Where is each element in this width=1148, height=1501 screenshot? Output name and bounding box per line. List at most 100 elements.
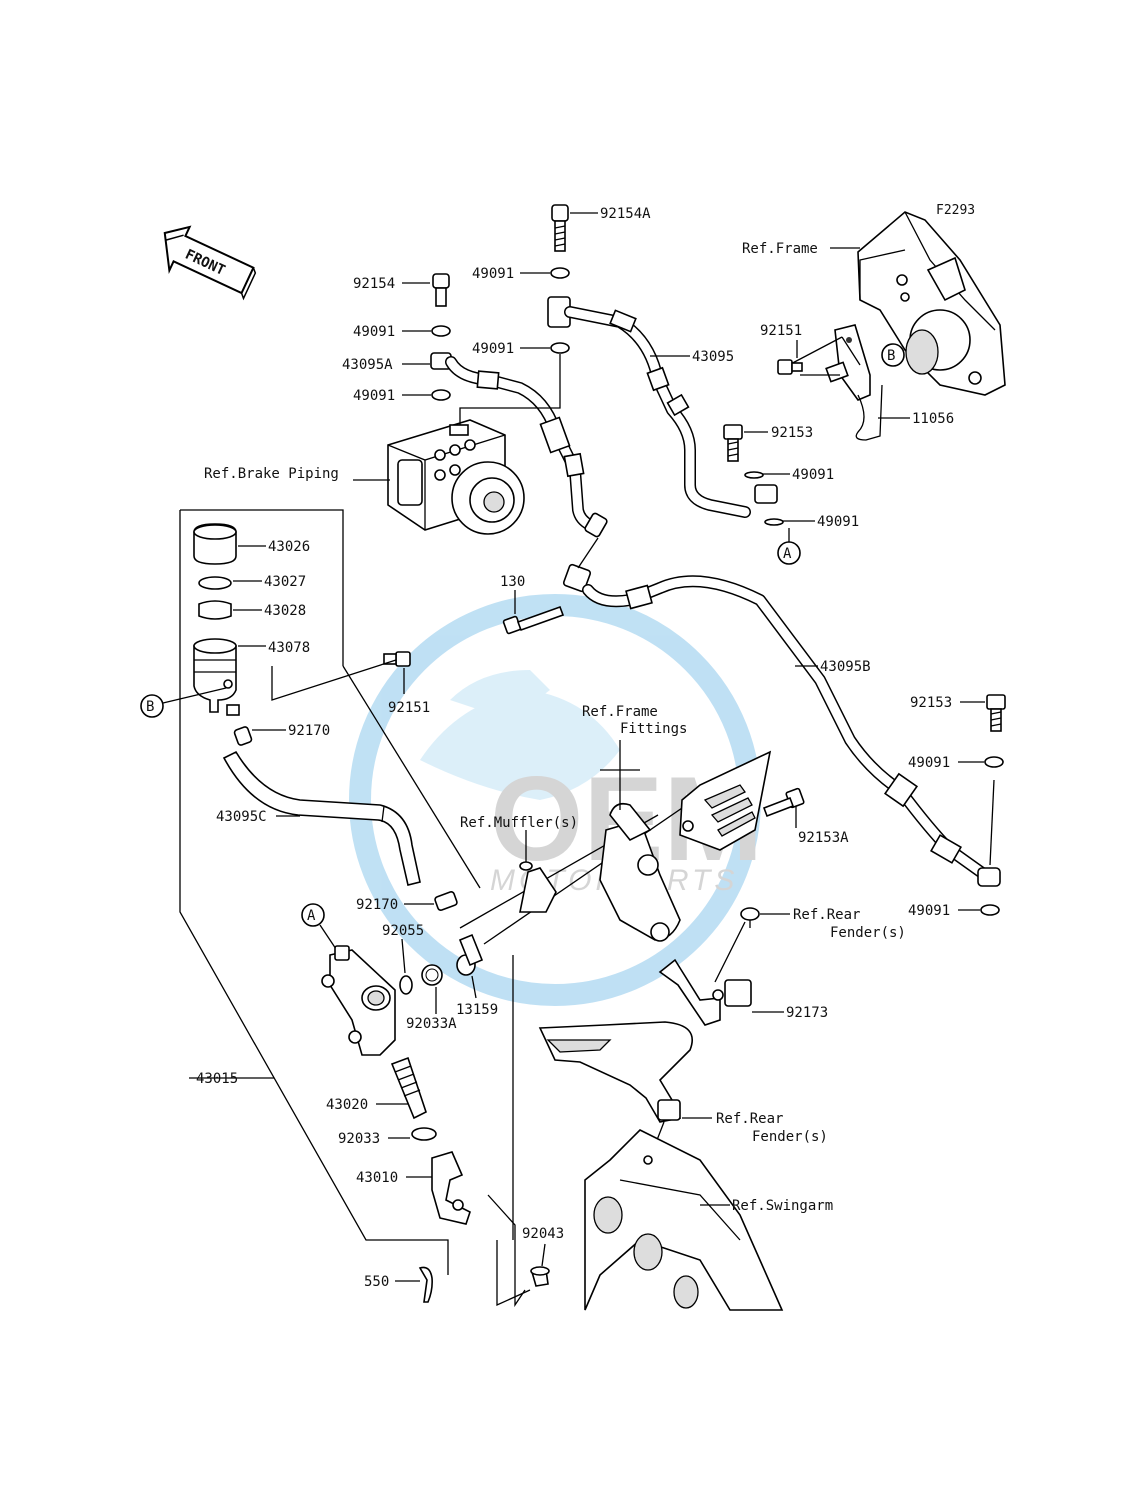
label-43028: 43028 xyxy=(264,603,306,619)
bolt-92151-mid xyxy=(383,651,411,667)
label-92033A: 92033A xyxy=(406,1016,457,1032)
bolt-92151-top xyxy=(777,359,803,375)
ref-circle-a-top-label: A xyxy=(783,546,792,562)
diaphragm-43028 xyxy=(198,600,232,620)
bolt-92153A xyxy=(762,787,805,818)
front-arrow-icon: FRONT xyxy=(163,225,257,301)
label-43095A: 43095A xyxy=(342,357,393,373)
label-11056: 11056 xyxy=(912,411,954,427)
bolt-92153-top xyxy=(723,424,743,462)
washer-49091-f xyxy=(764,518,784,526)
label-49091-b: 49091 xyxy=(472,341,514,357)
label-43015: 43015 xyxy=(196,1071,238,1087)
hose-43095C xyxy=(222,750,421,886)
bolt-92154A xyxy=(551,204,569,252)
clevis-43010 xyxy=(431,1151,471,1225)
bolt-92153-right xyxy=(986,694,1006,732)
fitting-13159 xyxy=(456,933,484,976)
ref-circle-b-top-label: B xyxy=(887,348,895,364)
ref-circle-a-left xyxy=(301,903,325,927)
bracket-11056 xyxy=(825,324,883,441)
bolt-92154 xyxy=(432,273,450,307)
label-92170-top: 92170 xyxy=(288,723,330,739)
label-130: 130 xyxy=(500,574,525,590)
label-92153-right: 92153 xyxy=(910,695,952,711)
figure-code: F2293 xyxy=(936,203,975,218)
label-43095B: 43095B xyxy=(820,659,871,675)
bracket-92173 xyxy=(658,958,752,1026)
label-49091-a: 49091 xyxy=(472,266,514,282)
label-92151-mid: 92151 xyxy=(388,700,430,716)
label-43078: 43078 xyxy=(268,640,310,656)
brake-pedal-bracket xyxy=(599,802,681,942)
ref-frame: Ref.Frame xyxy=(742,241,818,257)
label-92170-bot: 92170 xyxy=(356,897,398,913)
reservoir-43078 xyxy=(193,638,237,713)
washer-49091-c xyxy=(431,325,451,337)
frame-bracket xyxy=(857,211,1006,396)
label-43095: 43095 xyxy=(692,349,734,365)
o-ring-92055 xyxy=(399,975,413,995)
label-550: 550 xyxy=(364,1274,389,1290)
washer-49091-e xyxy=(744,471,764,479)
washer-49091-g xyxy=(984,756,1004,768)
label-92151-top: 92151 xyxy=(760,323,802,339)
ref-rear-fender-2a: Ref.Rear xyxy=(716,1111,783,1127)
label-92043: 92043 xyxy=(522,1226,564,1242)
master-cylinder-43015 xyxy=(321,945,396,1056)
junction-130 xyxy=(562,563,592,593)
ref-swingarm: Ref.Swingarm xyxy=(732,1198,833,1214)
washer-49091-d xyxy=(431,389,451,401)
muffler-hanger xyxy=(519,861,557,913)
ref-circle-b-top xyxy=(881,343,905,367)
label-49091-h: 49091 xyxy=(908,903,950,919)
ref-muffler: Ref.Muffler(s) xyxy=(460,815,578,831)
label-92033: 92033 xyxy=(338,1131,380,1147)
ref-rear-fender-1a: Ref.Rear xyxy=(793,907,860,923)
label-43026: 43026 xyxy=(268,539,310,555)
ref-rear-fender-2b: Fender(s) xyxy=(752,1129,828,1145)
plate-43027 xyxy=(198,576,232,590)
ref-rear-fender-1b: Fender(s) xyxy=(830,925,906,941)
label-43095C: 43095C xyxy=(216,809,267,825)
reservoir-cap-43026 xyxy=(193,523,237,565)
label-13159: 13159 xyxy=(456,1002,498,1018)
washer-49091-b xyxy=(550,342,570,354)
rear-fender-shell xyxy=(538,1021,693,1123)
ref-circle-b-left-label: B xyxy=(146,699,154,715)
label-49091-f: 49091 xyxy=(817,514,859,530)
push-rod-43020 xyxy=(390,1056,427,1120)
cotter-pin-550 xyxy=(418,1266,433,1303)
heel-guard xyxy=(679,750,772,851)
label-49091-g: 49091 xyxy=(908,755,950,771)
ref-circle-a-left-label: A xyxy=(307,908,316,924)
ref-frame-fittings-1: Ref.Frame xyxy=(582,704,658,720)
label-92173: 92173 xyxy=(786,1005,828,1021)
bolt-130 xyxy=(502,605,565,635)
screw-rear-fender xyxy=(740,907,760,928)
label-92153-top: 92153 xyxy=(771,425,813,441)
label-92055: 92055 xyxy=(382,923,424,939)
ref-brake-piping: Ref.Brake Piping xyxy=(204,466,339,482)
label-49091-e: 49091 xyxy=(792,467,834,483)
ref-circle-b-left xyxy=(140,694,164,718)
ref-frame-fittings-2: Fittings xyxy=(620,721,687,737)
label-49091-c: 49091 xyxy=(353,324,395,340)
label-43020: 43020 xyxy=(326,1097,368,1113)
circlip-92033 xyxy=(411,1127,437,1141)
junction-fitting xyxy=(754,484,778,504)
pin-92043 xyxy=(530,1266,550,1287)
label-92153A: 92153A xyxy=(798,830,849,846)
label-43010: 43010 xyxy=(356,1170,398,1186)
label-43027: 43027 xyxy=(264,574,306,590)
swingarm xyxy=(584,1129,784,1311)
clamp-92170-bot xyxy=(434,891,458,911)
label-49091-d: 49091 xyxy=(353,388,395,404)
clamp-92170-top xyxy=(233,726,253,746)
label-92154A: 92154A xyxy=(600,206,651,222)
label-92154: 92154 xyxy=(353,276,395,292)
ref-circle-a-top xyxy=(777,541,801,565)
banjo-43095B xyxy=(977,867,1001,887)
abs-unit xyxy=(387,419,525,535)
